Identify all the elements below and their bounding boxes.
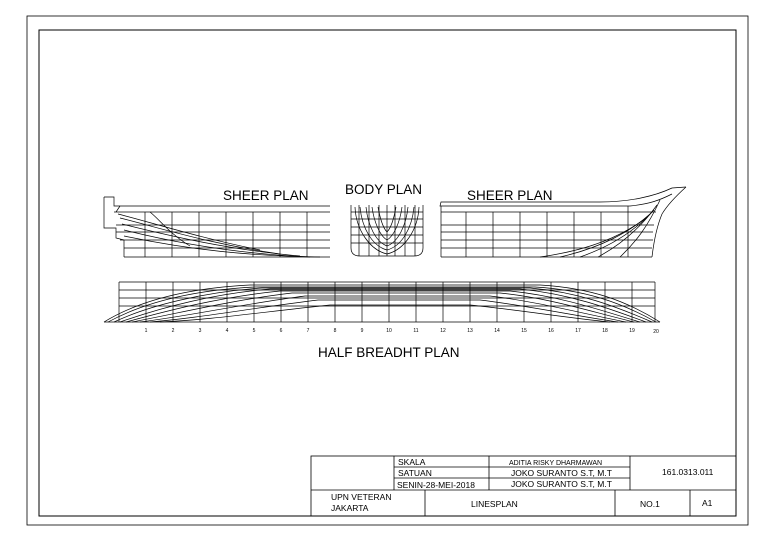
drawing-number: 161.0313.011	[662, 467, 714, 477]
title-block	[310, 455, 737, 517]
approved-by: JOKO SURANTO S.T, M.T	[511, 479, 612, 489]
inner-frame	[38, 29, 737, 517]
station-number: 5	[253, 328, 256, 334]
scale-label: SKALA	[398, 457, 426, 467]
sheer-plan-left-label: SHEER PLAN	[223, 188, 309, 203]
sheet-number: NO.1	[640, 499, 660, 509]
station-number: 2	[172, 328, 175, 334]
station-number: 3	[199, 328, 202, 334]
checked-by: JOKO SURANTO S.T, M.T	[511, 468, 612, 478]
half-breadth-plan-label: HALF BREADHT PLAN	[318, 345, 460, 360]
station-number: 17	[575, 328, 581, 334]
outer-border	[26, 15, 749, 526]
station-number: 4	[226, 328, 229, 334]
station-number: 10	[386, 328, 392, 334]
station-number: 13	[467, 328, 473, 334]
station-number: 16	[548, 328, 554, 334]
station-number: 7	[307, 328, 310, 334]
sheer-plan-left	[103, 196, 330, 258]
body-plan-label: BODY PLAN	[345, 182, 422, 197]
unit-label: SATUAN	[398, 468, 432, 478]
station-number: 19	[629, 328, 635, 334]
institution-line2: JAKARTA	[331, 503, 369, 513]
station-number: 18	[602, 328, 608, 334]
station-number: 20	[653, 329, 659, 335]
sheer-plan-right-label: SHEER PLAN	[467, 188, 553, 203]
date-label: SENIN-28-MEI-2018	[397, 480, 475, 490]
station-number: 1	[145, 328, 148, 334]
station-number: 6	[280, 328, 283, 334]
station-number: 11	[413, 328, 418, 334]
paper-size: A1	[702, 498, 713, 508]
station-number: 12	[440, 328, 446, 334]
drawn-by: ADITIA RISKY DHARMAWAN	[509, 460, 602, 467]
station-number: 8	[334, 328, 337, 334]
sheer-plan-right	[439, 186, 687, 258]
station-number: 14	[494, 328, 500, 334]
body-plan	[350, 205, 424, 257]
institution-line1: UPN VETERAN	[331, 492, 391, 502]
drawing-title: LINESPLAN	[471, 499, 518, 509]
station-numbers: 1 2 3 4 5 6 7 8 9 10 11 12 13 14 15 16 1…	[145, 328, 659, 335]
station-number: 15	[521, 328, 527, 334]
half-breadth-plan	[103, 281, 661, 323]
station-number: 9	[361, 328, 364, 334]
